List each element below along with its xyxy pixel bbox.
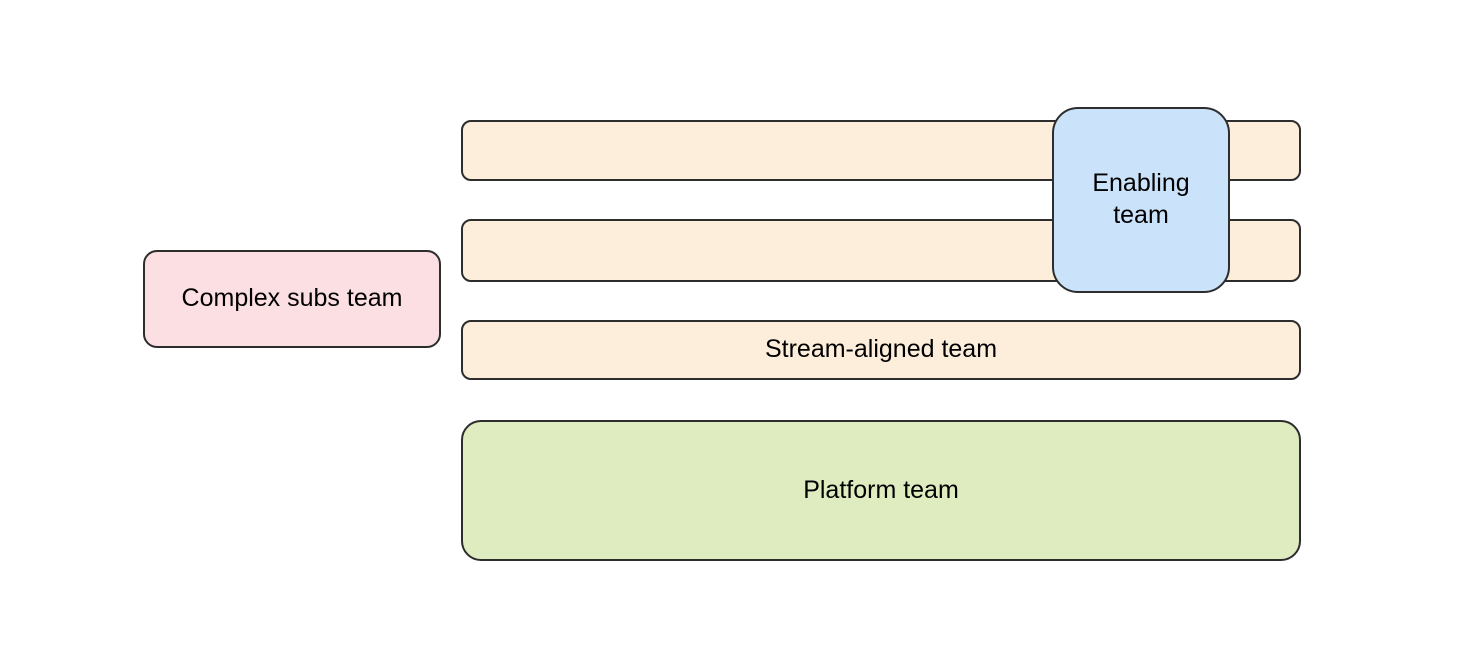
stream-aligned-team-label: Stream-aligned team bbox=[764, 335, 998, 364]
enabling-team-label: Enabling team bbox=[1092, 168, 1189, 232]
enabling-team-label-line-1: Enabling bbox=[1092, 169, 1190, 198]
complex-subs-team-box: Complex subs team bbox=[143, 250, 441, 348]
platform-team-box: Platform team bbox=[461, 420, 1301, 561]
enabling-team-box: Enabling team bbox=[1052, 107, 1230, 293]
complex-subs-team-label: Complex subs team bbox=[181, 284, 403, 313]
platform-team-label: Platform team bbox=[803, 475, 959, 504]
stream-aligned-bar-3: Stream-aligned team bbox=[461, 320, 1301, 380]
enabling-team-label-line-2: team bbox=[1113, 201, 1169, 229]
